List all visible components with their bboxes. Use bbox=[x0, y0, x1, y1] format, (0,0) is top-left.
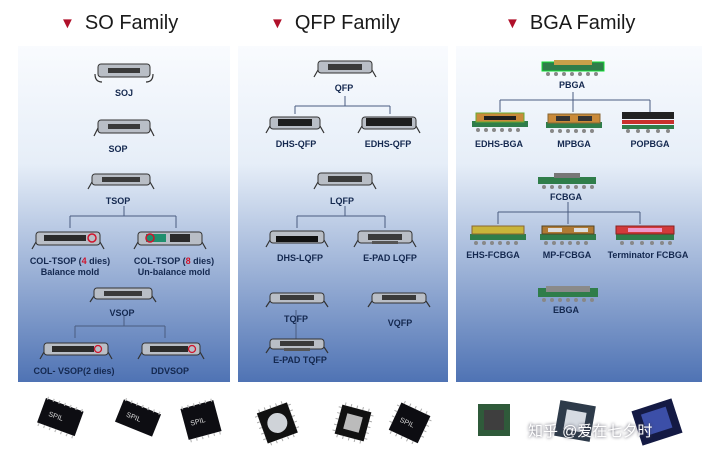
fcbga-label: FCBGA bbox=[550, 192, 582, 202]
dhs-lqfp-label: DHS-LQFP bbox=[277, 253, 323, 263]
col-tsop-8-label: COL-TSOP (8 dies) Un-balance mold bbox=[133, 256, 215, 277]
mp-fcbga-label: MP-FCBGA bbox=[542, 250, 592, 260]
sop-label: SOP bbox=[108, 144, 128, 154]
bga-family-panel bbox=[456, 46, 702, 382]
mpbga-package-icon bbox=[546, 113, 602, 133]
ebga-label: EBGA bbox=[552, 305, 580, 315]
lqfp-label: LQFP bbox=[330, 196, 354, 206]
col-tsop-4-package-icon bbox=[31, 231, 105, 250]
spil-marking: SPIL bbox=[190, 417, 207, 428]
bga-package-photo bbox=[631, 398, 683, 446]
edhs-bga-label: EDHS-BGA bbox=[474, 139, 524, 149]
epad-lqfp-label: E-PAD LQFP bbox=[363, 253, 417, 263]
epad-tqfp-package-icon bbox=[265, 338, 329, 354]
bga-package-photo bbox=[554, 400, 596, 442]
col-vsop-label: COL- VSOP(2 dies) bbox=[33, 366, 115, 376]
so-family-title: SO Family bbox=[84, 11, 179, 34]
terminator-fcbga-package-icon bbox=[615, 225, 675, 245]
qfp-package-icon bbox=[313, 60, 377, 78]
vsop-package-icon bbox=[89, 287, 157, 303]
qfp-label: QFP bbox=[334, 83, 354, 93]
sop-package-icon bbox=[93, 119, 155, 137]
edhs-qfp-label: EDHS-QFP bbox=[364, 139, 412, 149]
ehs-fcbga-label: EHS-FCBGA bbox=[466, 250, 520, 260]
soj-label: SOJ bbox=[114, 88, 134, 98]
fcbga-package-icon bbox=[538, 173, 596, 189]
bga-package-photo bbox=[478, 404, 510, 436]
triangle-down-icon: ▼ bbox=[270, 14, 285, 32]
col-vsop-package-icon bbox=[39, 342, 113, 360]
qfp-family-panel bbox=[238, 46, 448, 382]
terminator-fcbga-label: Terminator FCBGA bbox=[607, 250, 689, 260]
lqfp-package-icon bbox=[313, 172, 377, 190]
qfp-package-photo bbox=[332, 402, 374, 444]
edhs-bga-package-icon bbox=[472, 112, 528, 132]
vqfp-label: VQFP bbox=[387, 318, 413, 328]
triangle-down-icon: ▼ bbox=[505, 14, 520, 32]
watermark: 知乎 @爱在七夕时 bbox=[528, 423, 653, 440]
spil-marking: SPIL bbox=[47, 411, 64, 423]
balance-mold-label: Balance mold bbox=[40, 267, 100, 277]
tsop-package-icon bbox=[87, 173, 155, 190]
dhs-lqfp-package-icon bbox=[265, 230, 329, 248]
popbga-package-icon bbox=[622, 112, 674, 133]
dhs-qfp-package-icon bbox=[265, 116, 325, 134]
tqfp-package-icon bbox=[265, 292, 329, 308]
qfp-family-header: ▼ QFP Family bbox=[270, 8, 400, 38]
ddvsop-label: DDVSOP bbox=[150, 366, 190, 376]
popbga-label: POPBGA bbox=[630, 139, 670, 149]
bga-family-header: ▼ BGA Family bbox=[505, 8, 635, 38]
ehs-fcbga-package-icon bbox=[470, 225, 526, 245]
pbga-package-icon bbox=[541, 60, 605, 76]
mpbga-label: MPBGA bbox=[557, 139, 591, 149]
vsop-label: VSOP bbox=[109, 308, 135, 318]
soj-package-icon bbox=[94, 63, 154, 83]
dhs-qfp-label: DHS-QFP bbox=[275, 139, 317, 149]
col-tsop-4-label: COL-TSOP (4 dies) Balance mold bbox=[29, 256, 111, 277]
qfp-package-photo bbox=[254, 401, 300, 446]
ddvsop-package-icon bbox=[137, 342, 205, 360]
col-tsop-8-package-icon bbox=[133, 231, 207, 250]
vqfp-package-icon bbox=[367, 292, 431, 308]
qfp-family-title: QFP Family bbox=[294, 11, 401, 34]
un-balance-mold-label: Un-balance mold bbox=[137, 267, 211, 277]
so-package-photo: SPIL bbox=[180, 398, 222, 443]
qfp-package-photo: SPIL bbox=[388, 400, 432, 445]
so-family-header: ▼ SO Family bbox=[60, 8, 178, 38]
epad-tqfp-label: E-PAD TQFP bbox=[273, 355, 327, 365]
bga-family-title: BGA Family bbox=[529, 11, 636, 34]
so-package-photo: SPIL bbox=[114, 398, 162, 437]
epad-lqfp-package-icon bbox=[353, 230, 417, 248]
so-package-photo: SPIL bbox=[37, 396, 84, 439]
pbga-label: PBGA bbox=[558, 80, 586, 90]
edhs-qfp-package-icon bbox=[357, 116, 421, 134]
mp-fcbga-package-icon bbox=[540, 225, 596, 245]
ebga-package-icon bbox=[538, 286, 598, 302]
tsop-label: TSOP bbox=[105, 196, 131, 206]
tqfp-label: TQFP bbox=[284, 314, 308, 324]
triangle-down-icon: ▼ bbox=[60, 14, 75, 32]
